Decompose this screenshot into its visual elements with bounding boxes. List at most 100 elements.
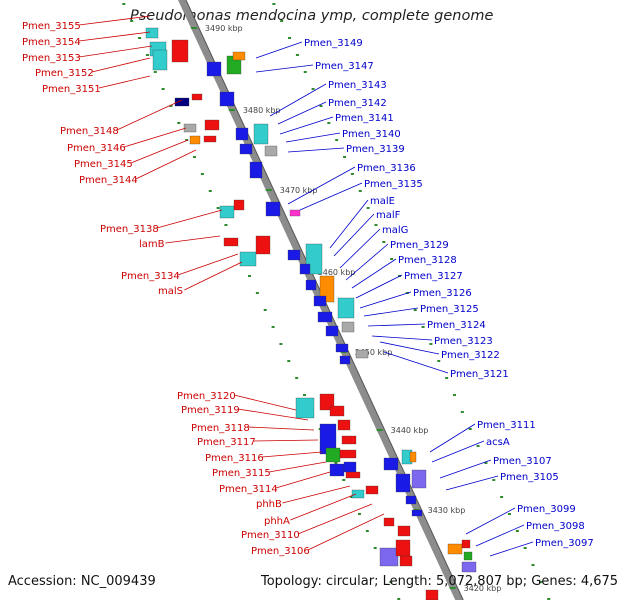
guide-dot bbox=[271, 326, 275, 328]
gene-label-line bbox=[156, 209, 223, 229]
gene-label-line bbox=[177, 253, 239, 276]
gene-arrow bbox=[313, 295, 327, 307]
gene-arrow bbox=[339, 355, 351, 365]
gene-label-line bbox=[237, 408, 309, 421]
gene-label-right: malF bbox=[333, 210, 401, 257]
guide-dot bbox=[373, 547, 377, 549]
gene-arrow bbox=[295, 397, 315, 419]
gene-label-left: Pmen_3138 bbox=[100, 209, 223, 235]
kbp-tick-mark bbox=[228, 109, 235, 111]
gene-label-right: Pmen_3136 bbox=[287, 163, 416, 205]
gene-label-right: Pmen_3143 bbox=[269, 80, 387, 117]
guide-dot bbox=[350, 173, 354, 175]
guide-dot bbox=[357, 513, 361, 515]
gene-label-line bbox=[233, 394, 297, 411]
gene-label-right: Pmen_3147 bbox=[255, 61, 374, 73]
gene-arrow bbox=[329, 463, 345, 477]
gene-label-right: Pmen_3142 bbox=[277, 98, 387, 125]
gene-arrow bbox=[399, 555, 413, 567]
guide-dot bbox=[523, 547, 527, 549]
guide-dot bbox=[335, 139, 339, 141]
gene-label-left: Pmen_3110 bbox=[241, 503, 373, 541]
guide-dot bbox=[287, 360, 291, 362]
gene-arrow bbox=[232, 51, 246, 61]
gene-arrow bbox=[219, 205, 235, 219]
gene-label-text: Pmen_3122 bbox=[441, 350, 500, 361]
gene-label-left: Pmen_3146 bbox=[67, 127, 187, 154]
gene-label-right: Pmen_3140 bbox=[285, 129, 401, 143]
gene-label-text: Pmen_3120 bbox=[177, 391, 236, 402]
guide-dot bbox=[208, 190, 212, 192]
kbp-tick: 3480 kbp bbox=[228, 106, 281, 115]
gene-label-right: malE bbox=[329, 196, 395, 249]
gene-label-text: Pmen_3124 bbox=[427, 320, 486, 331]
gene-arrow bbox=[265, 201, 281, 217]
gene-label-line bbox=[255, 41, 303, 59]
gene-label-text: phhB bbox=[256, 499, 282, 510]
gene-label-left: Pmen_3134 bbox=[121, 253, 239, 282]
gene-arrow bbox=[289, 209, 301, 217]
gene-label-text: Pmen_3138 bbox=[100, 224, 159, 235]
gene-label-left: Pmen_3117 bbox=[197, 437, 319, 448]
guide-dot bbox=[138, 37, 142, 39]
accession-label: Accession: NC_009439 bbox=[8, 574, 156, 589]
gene-arrow bbox=[425, 589, 439, 600]
gene-label-line bbox=[383, 351, 449, 374]
gene-label-text: Pmen_3111 bbox=[477, 420, 536, 431]
gene-label-line bbox=[351, 258, 397, 289]
guide-dot bbox=[429, 343, 433, 345]
gene-label-text: Pmen_3147 bbox=[315, 61, 374, 72]
guide-dot bbox=[216, 207, 220, 209]
gene-label-line bbox=[363, 307, 419, 317]
guide-dot bbox=[460, 411, 464, 413]
gene-label-line bbox=[329, 199, 369, 249]
kbp-tick: 3490 kbp bbox=[190, 24, 243, 33]
gene-label-line bbox=[165, 235, 221, 244]
gene-label-line bbox=[489, 541, 534, 557]
gene-arrow bbox=[343, 461, 357, 473]
gene-label-line bbox=[277, 101, 327, 125]
gene-label-line bbox=[279, 116, 334, 135]
gene-label-right: Pmen_3099 bbox=[465, 504, 576, 535]
gene-label-line bbox=[431, 440, 485, 463]
gene-label-text: Pmen_3121 bbox=[450, 369, 509, 380]
gene-arrow bbox=[379, 547, 399, 567]
gene-label-text: Pmen_3107 bbox=[493, 456, 552, 467]
guide-dot bbox=[200, 173, 204, 175]
gene-label-text: Pmen_3148 bbox=[60, 126, 119, 137]
gene-label-line bbox=[287, 166, 356, 205]
gene-label-text: Pmen_3105 bbox=[500, 472, 559, 483]
guide-dot bbox=[468, 428, 472, 430]
guide-dot bbox=[279, 343, 283, 345]
gene-label-text: Pmen_3155 bbox=[22, 21, 81, 32]
gene-arrow bbox=[365, 485, 379, 495]
gene-label-left: Pmen_3144 bbox=[79, 149, 197, 186]
gene-arrow bbox=[395, 473, 411, 493]
gene-label-left: Pmen_3106 bbox=[251, 513, 385, 557]
gene-label-line bbox=[445, 475, 499, 491]
guide-dot bbox=[311, 88, 315, 90]
gene-arrow bbox=[345, 471, 361, 479]
gene-label-line bbox=[339, 228, 381, 269]
gene-arrow bbox=[255, 235, 271, 255]
guide-dot bbox=[255, 292, 259, 294]
gene-label-text: Pmen_3118 bbox=[191, 423, 250, 434]
guide-dot bbox=[224, 224, 228, 226]
gene-arrow bbox=[383, 517, 395, 527]
guide-dot bbox=[484, 462, 488, 464]
kbp-tick-label: 3490 kbp bbox=[205, 24, 243, 33]
gene-label-right: Pmen_3128 bbox=[351, 255, 457, 289]
gene-label-line bbox=[282, 485, 351, 504]
gene-arrow bbox=[152, 49, 168, 71]
gene-label-text: Pmen_3098 bbox=[526, 521, 585, 532]
gene-label-line bbox=[135, 149, 197, 180]
gene-label-line bbox=[255, 64, 314, 73]
gene-label-line bbox=[439, 459, 492, 479]
gene-arrow bbox=[319, 275, 335, 303]
gene-label-text: Pmen_3141 bbox=[335, 113, 394, 124]
guide-dot bbox=[295, 377, 299, 379]
gene-label-left: Pmen_3153 bbox=[22, 45, 153, 64]
gene-label-line bbox=[429, 423, 476, 453]
gene-label-left: Pmen_3155 bbox=[22, 15, 151, 32]
gene-label-line bbox=[465, 507, 516, 535]
